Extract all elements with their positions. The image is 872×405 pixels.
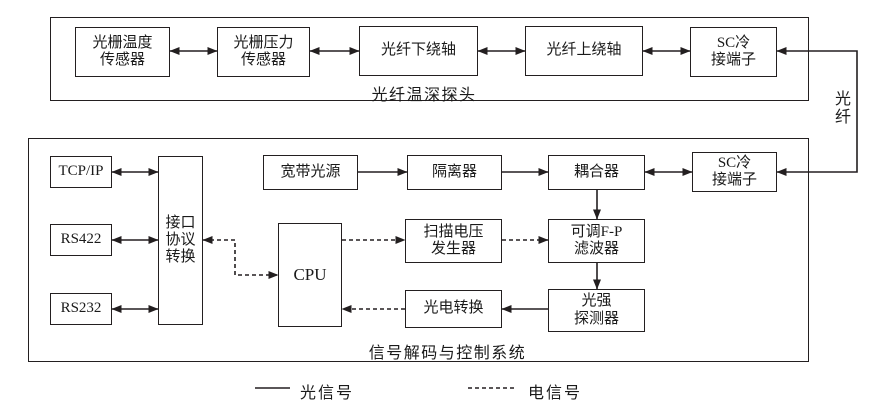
link-interface-cpu [202,236,279,279]
box-label-line: 光电转换 [423,300,484,317]
box-label-line: 传感器 [99,52,145,68]
box-label-line: 转换 [165,249,196,266]
box-grating-temperature-sensor: 光栅温度 传感器 [75,27,170,77]
control-section-label: 信号解码与控制系统 [368,345,527,362]
box-label-line: 光栅温度 [92,34,153,51]
box-label-line: 光强 [581,293,612,310]
control-section-frame [28,138,809,362]
box-label-line: SC冷 [717,154,752,171]
box-label-line: SC冷 [716,34,751,51]
legend-optical-label: 光信号 [300,385,355,402]
box-light-intensity-detector: 光强 探测器 [548,289,645,332]
box-label-line: TCP/IP [58,163,104,180]
box-tcpip: TCP/IP [50,156,112,188]
box-label-line: 光栅压力 [233,34,294,51]
box-broadband-light-source: 宽带光源 [263,155,358,190]
link-fiber-loop [776,47,858,176]
box-sc-connector-probe: SC冷 接端子 [690,27,777,77]
box-isolator: 隔离器 [407,155,502,190]
box-fiber-upper-spool: 光纤上绕轴 [525,26,643,76]
box-label-line: 发生器 [430,241,476,257]
box-label-line: RS422 [60,231,102,248]
box-label-line: 传感器 [240,52,286,68]
box-label-line: RS232 [60,300,102,317]
box-rs232: RS232 [50,293,112,325]
box-label-line: 扫描电压 [423,223,484,240]
box-interface-protocol-converter: 接口 协议 转换 [158,156,203,325]
box-label-line: 光纤下绕轴 [380,42,456,59]
probe-section-label: 光纤温深探头 [371,87,477,104]
box-label-line: 探测器 [573,310,619,327]
legend-electrical-label: 电信号 [528,385,583,402]
box-coupler: 耦合器 [548,155,645,190]
box-label-line: 耦合器 [573,163,619,180]
box-label-line: 接端子 [711,172,757,188]
fiber-link-label: 光纤 [832,90,849,126]
box-label-line: CPU [293,265,327,285]
box-label-line: 协议 [165,231,196,248]
box-cpu: CPU [278,223,342,327]
box-scan-voltage-generator: 扫描电压 发生器 [405,219,502,263]
probe-section-frame [50,17,809,101]
box-label-line: 接口 [165,214,196,231]
box-label-line: 宽带光源 [280,163,341,180]
box-label-line: 接端子 [710,52,756,68]
box-photoelectric-converter: 光电转换 [405,290,502,328]
box-fiber-lower-spool: 光纤下绕轴 [359,26,478,76]
box-tunable-fp-filter: 可调F-P 滤波器 [548,219,645,263]
box-label-line: 滤波器 [573,241,619,257]
box-label-line: 隔离器 [431,163,477,180]
box-label-line: 光纤上绕轴 [546,42,622,59]
box-grating-pressure-sensor: 光栅压力 传感器 [217,27,310,77]
box-label-line: 可调F-P [570,223,623,240]
box-sc-connector-control: SC冷 接端子 [692,152,777,192]
box-rs422: RS422 [50,224,112,256]
